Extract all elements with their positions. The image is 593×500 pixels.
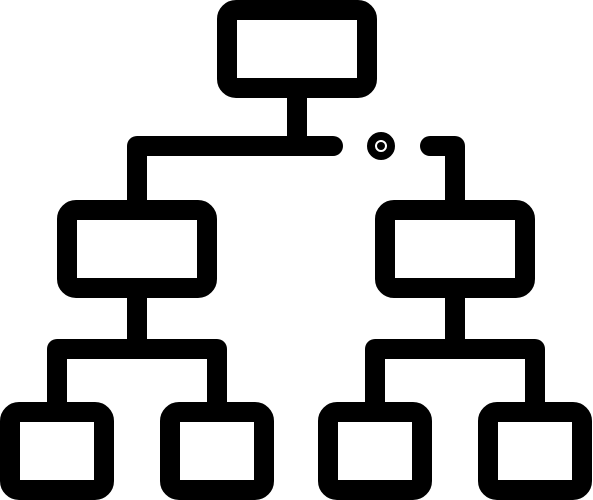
right-branch-line	[420, 136, 465, 220]
leaf-node-box-2	[160, 402, 274, 500]
level2-left-fork-line	[47, 339, 227, 422]
root-node-box	[217, 0, 377, 98]
leaf-node-box-1	[0, 402, 114, 500]
left-branch-line	[127, 136, 343, 220]
level2-right-node-box	[375, 200, 535, 298]
level2-right-fork-line	[365, 339, 545, 422]
leaf-node-box-4	[478, 402, 592, 500]
level2-left-node-box	[57, 200, 217, 298]
separator-dot	[367, 132, 395, 160]
leaf-node-box-3	[318, 402, 432, 500]
